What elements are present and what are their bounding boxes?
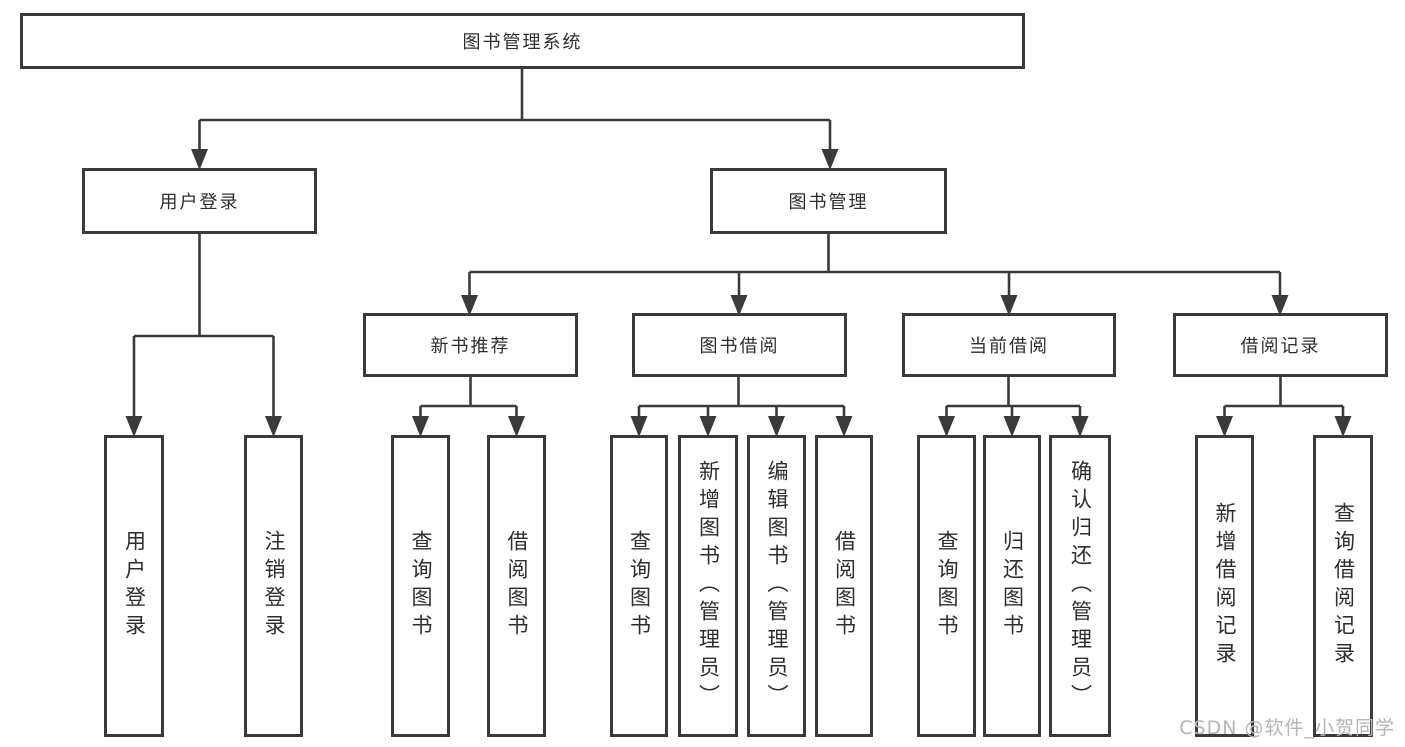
- node-label: 查询图书: [627, 530, 652, 642]
- leaf-query-borrow-record: 查询借阅记录: [1313, 435, 1373, 737]
- leaf-user-login: 用户登录: [104, 435, 164, 737]
- node-label: 编辑图书（管理员）: [765, 460, 790, 712]
- leaf-query-books-current: 查询图书: [917, 435, 976, 737]
- node-label: 图书管理: [788, 192, 869, 213]
- leaf-borrow-books-recommend: 借阅图书: [487, 435, 546, 737]
- tree-edges: [132, 68, 1345, 419]
- leaf-logout: 注销登录: [244, 435, 303, 737]
- leaf-query-books-borrow: 查询图书: [610, 435, 668, 737]
- leaf-borrow-books: 借阅图书: [815, 435, 873, 737]
- leaf-add-books-admin: 新增图书（管理员）: [678, 435, 738, 737]
- node-book-management-system: 图书管理系统: [20, 13, 1025, 69]
- leaf-edit-books-admin: 编辑图书（管理员）: [747, 435, 806, 737]
- node-label: 归还图书: [1000, 530, 1025, 642]
- node-label: 查询借阅记录: [1331, 502, 1356, 670]
- node-label: 查询图书: [935, 530, 960, 642]
- node-new-book-recommendation: 新书推荐: [363, 313, 578, 377]
- node-label: 新增图书（管理员）: [696, 460, 721, 712]
- node-label: 借阅图书: [832, 530, 857, 642]
- node-label: 新增借阅记录: [1213, 502, 1238, 670]
- node-label: 图书借阅: [699, 336, 780, 357]
- node-label: 查询图书: [409, 530, 434, 642]
- leaf-confirm-return-admin: 确认归还（管理员）: [1049, 435, 1111, 737]
- csdn-watermark: CSDN @软件_小贺同学: [1179, 717, 1395, 739]
- node-label: 注销登录: [262, 530, 287, 642]
- leaf-query-books-recommend: 查询图书: [391, 435, 450, 737]
- node-current-borrowing: 当前借阅: [902, 313, 1116, 377]
- leaf-add-borrow-record: 新增借阅记录: [1195, 435, 1254, 737]
- node-label: 借阅图书: [505, 530, 530, 642]
- leaf-return-books: 归还图书: [983, 435, 1041, 737]
- node-label: 用户登录: [159, 192, 240, 213]
- node-book-borrowing: 图书借阅: [632, 313, 847, 377]
- node-label: 新书推荐: [430, 336, 511, 357]
- node-label: 借阅记录: [1240, 336, 1321, 357]
- node-label: 确认归还（管理员）: [1068, 460, 1093, 712]
- node-book-management-group: 图书管理: [710, 168, 947, 234]
- node-label: 图书管理系统: [462, 32, 583, 53]
- node-user-login-group: 用户登录: [82, 168, 317, 234]
- node-label: 用户登录: [122, 530, 147, 642]
- node-label: 当前借阅: [969, 336, 1049, 357]
- node-borrowing-records: 借阅记录: [1173, 313, 1388, 377]
